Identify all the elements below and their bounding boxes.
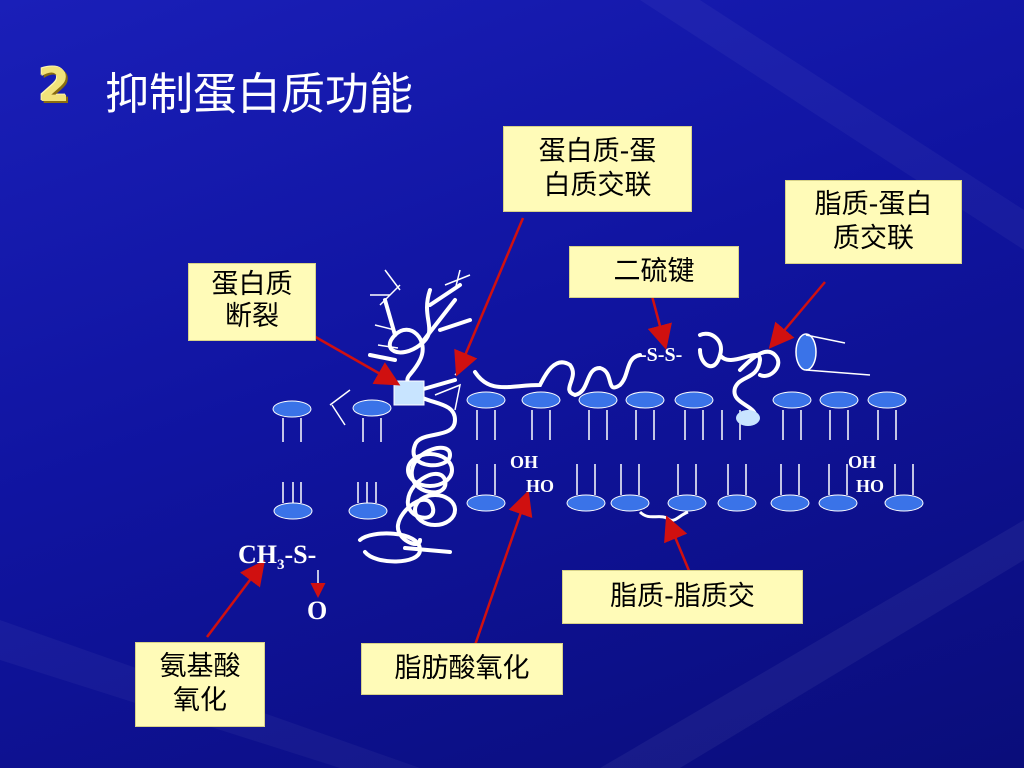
sulfoxide-oxygen: O (307, 596, 328, 625)
arrow-lipid-protein (768, 281, 826, 349)
slide-number-badge: 2 (38, 58, 71, 112)
protein-blob (736, 410, 760, 426)
lipid-head (819, 391, 859, 409)
arrow-fatty-acid (472, 490, 533, 649)
hydroxyl-oh-right: OH (848, 452, 877, 472)
hydroxyl-ho-right: HO (856, 476, 885, 496)
label-protein-protein-crosslink: 蛋白质-蛋 白质交联 (503, 126, 692, 212)
label-line: 氨基酸 (159, 651, 241, 682)
upper-lipid-heads (272, 391, 907, 418)
lipid-lipid-link (638, 510, 689, 522)
lipid-head (578, 391, 618, 409)
arrow-cleavage (311, 333, 401, 386)
lipid-head (352, 399, 392, 417)
lipid-head (674, 391, 714, 409)
label-line: 脂质-蛋白 (814, 189, 933, 220)
methionine-subscript: 3 (277, 557, 285, 574)
hydroxyl-oh-left: OH (510, 452, 539, 472)
label-line: 断裂 (225, 301, 279, 332)
label-line: 白质交联 (543, 170, 652, 201)
lipid-protein-attachment (795, 333, 817, 371)
label-protein-cleavage: 蛋白质 断裂 (188, 263, 316, 341)
lipid-head (818, 494, 858, 512)
lower-lipid-tails (282, 464, 914, 503)
lipid-head (348, 502, 388, 520)
arrow-protein-protein (454, 217, 525, 377)
lipid-head (466, 391, 506, 409)
label-line: 蛋白质-蛋 (538, 136, 657, 167)
label-line: 脂肪酸氧化 (394, 653, 530, 684)
lipid-head (566, 494, 606, 512)
lipid-head (610, 494, 650, 512)
lipid-head (867, 391, 907, 409)
lipid-head (884, 494, 924, 512)
protein-chain-right (698, 331, 781, 422)
label-line: 蛋白质 (211, 269, 293, 300)
methionine-ch: CH (238, 540, 277, 569)
label-line: 氧化 (173, 685, 227, 716)
lipid-head (667, 494, 707, 512)
label-lipid-lipid-crosslink: 脂质-脂质交 (562, 570, 803, 624)
methionine-formula: CH3-S- (238, 540, 316, 574)
lower-lipid-heads (273, 494, 924, 520)
cleavage-site-box (393, 380, 425, 406)
slide-title: 抑制蛋白质功能 (105, 69, 413, 120)
lipid-head (272, 400, 312, 418)
arrow-disulfide (647, 295, 672, 350)
methionine-s: -S- (284, 540, 317, 569)
lipid-head (770, 494, 810, 512)
lipid-head (717, 494, 757, 512)
lipid-head (273, 502, 313, 520)
disulfide-text: -S-S- (640, 344, 683, 366)
indicator-arrows (206, 217, 826, 649)
protein-chain-left (358, 283, 472, 564)
lipid-head (625, 391, 665, 409)
label-fatty-acid-oxidation: 脂肪酸氧化 (361, 643, 563, 695)
label-lipid-protein-crosslink: 脂质-蛋白 质交联 (785, 180, 962, 264)
hydroxyl-ho-left: HO (526, 476, 555, 496)
arrow-amino-acid (206, 560, 266, 638)
lipid-head (772, 391, 812, 409)
label-line: 二硫键 (613, 256, 695, 287)
lipid-head (466, 494, 506, 512)
arrow-lipid-lipid (664, 515, 694, 579)
label-line: 质交联 (833, 223, 914, 254)
lipid-head (521, 391, 561, 409)
label-line: 脂质-脂质交 (610, 581, 755, 612)
label-amino-acid-oxidation: 氨基酸 氧化 (135, 642, 265, 727)
protein-chain-middle (473, 353, 642, 398)
label-disulfide-bond: 二硫键 (569, 246, 739, 298)
